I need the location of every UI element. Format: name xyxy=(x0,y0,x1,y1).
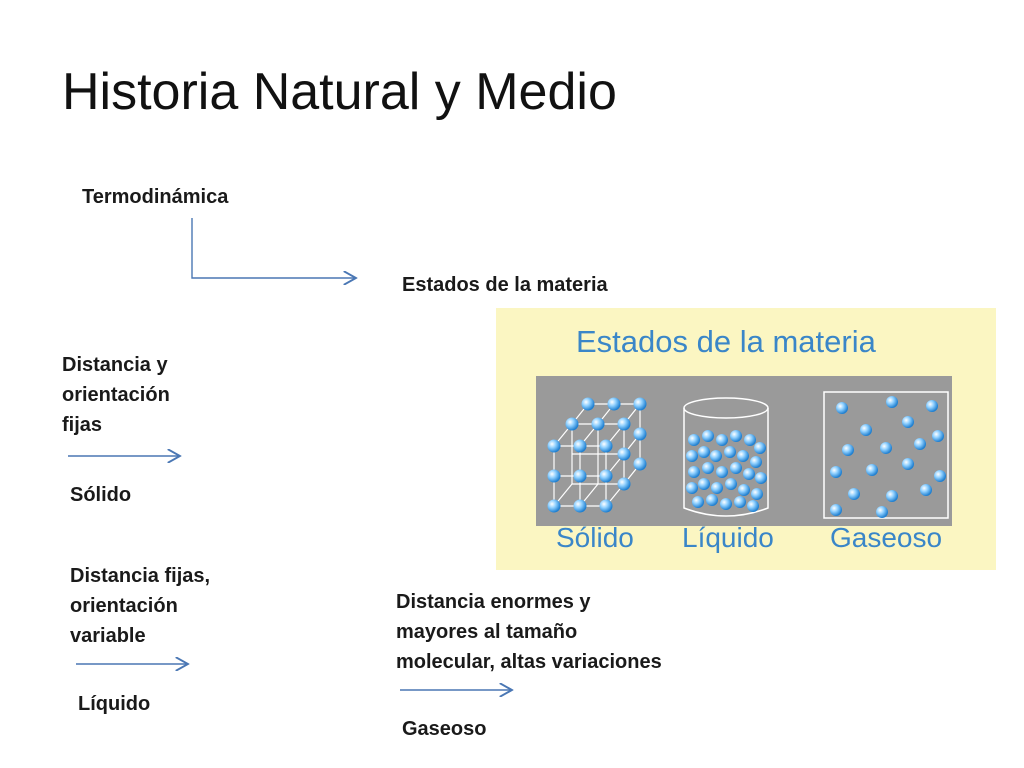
label-estados: Estados de la materia xyxy=(402,274,608,296)
gaseoso-desc-line: Distancia enormes y xyxy=(396,591,591,613)
gaseoso-desc-line: mayores al tamaño xyxy=(396,621,578,643)
label-liquido: Líquido xyxy=(78,693,151,715)
solido-description: Distancia y orientación fijas xyxy=(62,350,170,440)
slide-title: Historia Natural y Medio xyxy=(62,63,617,121)
label-gaseoso: Gaseoso xyxy=(402,718,487,740)
termodinamica-elbow-arrow xyxy=(191,218,356,278)
molecules-panel xyxy=(536,376,952,526)
liquido-desc-line: Distancia fijas, xyxy=(70,565,211,587)
gaseoso-description: Distancia enormes y mayores al tamaño mo… xyxy=(396,587,662,677)
gas-box xyxy=(823,391,949,519)
figure-caption-liquido: Líquido xyxy=(682,522,774,553)
solid-molecules xyxy=(547,397,647,513)
molecules-illustration xyxy=(547,391,949,519)
gaseoso-desc-line: molecular, altas variaciones xyxy=(396,651,662,673)
solido-desc-line: orientación xyxy=(62,384,170,406)
figure-title: Estados de la materia xyxy=(576,324,876,359)
solido-desc-line: Distancia y xyxy=(62,354,168,376)
liquido-description: Distancia fijas, orientación variable xyxy=(70,561,210,651)
solido-desc-line: fijas xyxy=(62,414,103,436)
figure-caption-gaseoso: Gaseoso xyxy=(830,522,943,553)
label-solido: Sólido xyxy=(70,484,132,506)
label-termodinamica: Termodinámica xyxy=(82,186,229,208)
states-of-matter-figure: Estados de la materia xyxy=(496,308,996,570)
liquido-desc-line: variable xyxy=(70,625,146,647)
liquid-beaker xyxy=(683,397,769,517)
liquido-desc-line: orientación xyxy=(70,595,178,617)
figure-caption-solido: Sólido xyxy=(556,522,634,553)
